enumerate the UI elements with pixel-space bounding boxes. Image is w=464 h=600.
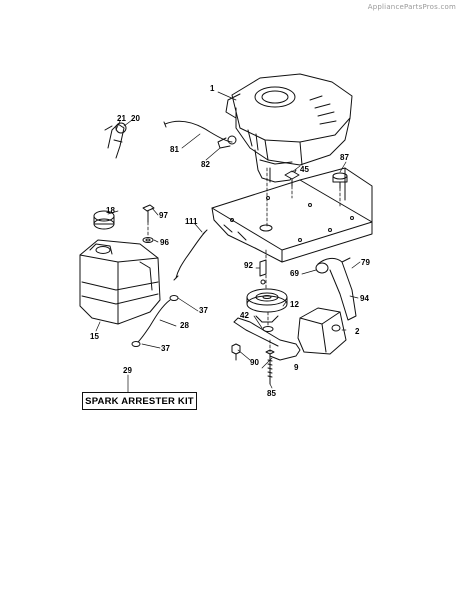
callout-82: 82 xyxy=(201,160,210,169)
washer-96 xyxy=(142,237,154,243)
bolt-85 xyxy=(265,349,275,385)
fuel-tank xyxy=(79,239,161,325)
washer-42 xyxy=(262,326,274,332)
callout-37-lower: 37 xyxy=(161,344,170,353)
spark-arrester-kit-label: SPARK ARRESTER KIT xyxy=(82,392,197,410)
callout-85: 85 xyxy=(267,389,276,398)
callouts: 1 21 20 81 82 45 87 18 97 111 96 92 69 7… xyxy=(90,84,370,398)
callout-28: 28 xyxy=(180,321,189,330)
bolt-90 xyxy=(231,343,241,361)
callout-79: 79 xyxy=(361,258,370,267)
callout-90: 90 xyxy=(250,358,259,367)
callout-12: 12 xyxy=(290,300,299,309)
callout-97: 97 xyxy=(159,211,168,220)
callout-2: 2 xyxy=(355,327,360,336)
callout-96: 96 xyxy=(160,238,169,247)
bolt-97 xyxy=(142,204,155,223)
callout-94: 94 xyxy=(360,294,369,303)
callout-42: 42 xyxy=(240,311,249,320)
callout-21: 21 xyxy=(117,114,126,123)
watermark: AppliancePartsPros.com xyxy=(367,3,456,11)
bolt-45 xyxy=(284,170,300,187)
callout-92: 92 xyxy=(244,261,253,270)
leader-lines xyxy=(147,167,341,353)
clamp-37-lower xyxy=(131,341,141,347)
callout-37-upper: 37 xyxy=(199,306,208,315)
callout-81: 81 xyxy=(170,145,179,154)
engine xyxy=(217,73,353,183)
callout-20: 20 xyxy=(131,114,140,123)
callout-45: 45 xyxy=(300,165,309,174)
callout-111: 111 xyxy=(185,217,198,226)
callout-29: 29 xyxy=(123,366,132,375)
chassis-frame xyxy=(211,167,373,263)
choke-bracket xyxy=(104,122,127,159)
callout-1: 1 xyxy=(210,84,215,93)
exhaust-pipe xyxy=(315,257,357,321)
bracket-9 xyxy=(233,317,301,361)
callout-15: 15 xyxy=(90,332,99,341)
pulley xyxy=(246,288,288,323)
throttle-cable xyxy=(164,120,233,143)
part-92 xyxy=(259,259,267,285)
callout-9: 9 xyxy=(294,363,299,372)
callout-18: 18 xyxy=(106,206,115,215)
muffler xyxy=(297,307,347,355)
fuel-line-28 xyxy=(137,299,171,343)
callout-69: 69 xyxy=(290,269,299,278)
callout-leaders xyxy=(95,91,361,393)
fuel-line-111 xyxy=(175,231,206,279)
callout-87: 87 xyxy=(340,153,349,162)
clamp-37-upper xyxy=(169,295,179,301)
part-87 xyxy=(332,172,348,189)
